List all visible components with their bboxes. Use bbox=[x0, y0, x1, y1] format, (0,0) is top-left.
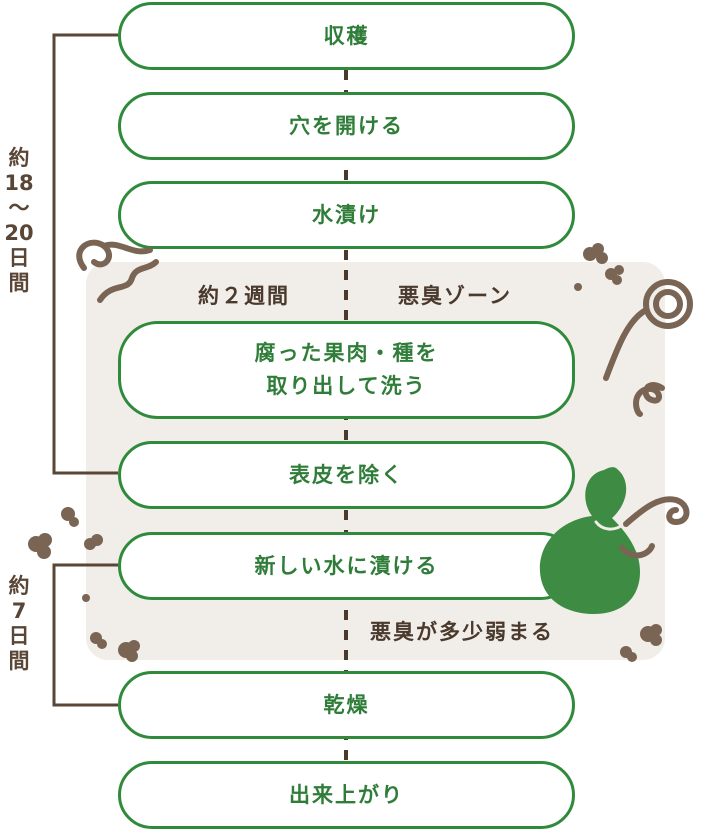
smell-swirl-icon bbox=[619, 496, 690, 559]
dust-cloud-icon bbox=[28, 243, 662, 662]
zone-duration-label: 約２週間 bbox=[198, 284, 290, 308]
step-finished: 出来上がり bbox=[118, 761, 575, 829]
zone-footer-note: 悪臭が多少弱まる bbox=[370, 620, 554, 644]
smell-swirl-icon bbox=[76, 239, 159, 303]
step-remove-pulp-label-line2: 取り出して洗う bbox=[266, 374, 427, 398]
step-finished-label: 出来上がり bbox=[289, 782, 404, 807]
step-drill-hole-label: 穴を開ける bbox=[289, 113, 404, 138]
step-remove-skin: 表皮を除く bbox=[118, 441, 575, 509]
step-harvest: 収穫 bbox=[118, 2, 575, 70]
step-remove-pulp-label-line1: 腐った果肉・種を bbox=[254, 341, 439, 365]
step-soak: 水漬け bbox=[118, 181, 575, 249]
step-drill-hole: 穴を開ける bbox=[118, 92, 575, 160]
step-fresh-water-label: 新しい水に漬ける bbox=[254, 553, 439, 578]
smell-swirl-icon bbox=[603, 279, 694, 417]
step-fresh-water: 新しい水に漬ける bbox=[118, 532, 575, 600]
step-soak-label: 水漬け bbox=[312, 202, 381, 227]
gourd-icon bbox=[539, 467, 640, 614]
bracket-label-second: 約 7 日 間 bbox=[8, 574, 30, 673]
bracket-label-first: 約 18 〜 20 日 間 bbox=[4, 146, 34, 295]
step-remove-pulp: 腐った果肉・種を 取り出して洗う bbox=[118, 321, 575, 419]
bracket-line-first bbox=[52, 33, 118, 475]
step-dry: 乾燥 bbox=[118, 671, 575, 739]
zone-title: 悪臭ゾーン bbox=[398, 284, 512, 308]
step-harvest-label: 収穫 bbox=[323, 23, 370, 48]
step-dry-label: 乾燥 bbox=[323, 692, 370, 717]
bracket-line-second bbox=[52, 563, 118, 707]
step-remove-skin-label: 表皮を除く bbox=[289, 462, 404, 487]
